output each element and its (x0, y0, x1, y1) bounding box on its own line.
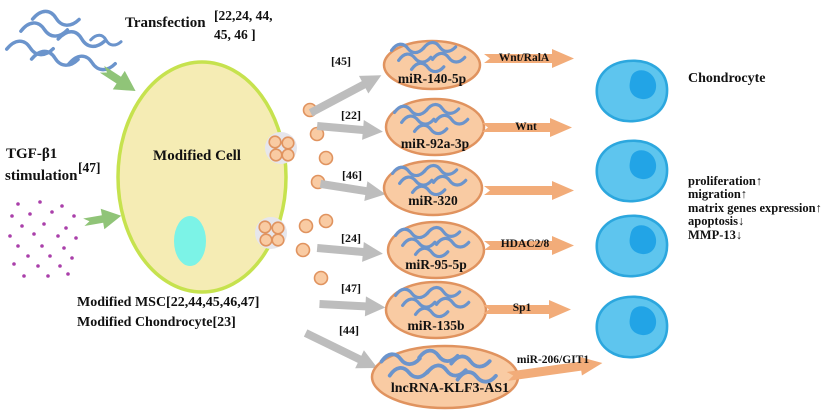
target-mir206: miR-206/GIT1 (516, 354, 590, 366)
vesicle-cluster (254, 216, 288, 250)
tgf-arrow-icon (83, 208, 122, 230)
tgf-label-line2: stimulation (5, 168, 78, 184)
modified-cell-shape (116, 60, 288, 294)
cell-caption-line2: Modified Chondrocyte[23] (77, 315, 236, 330)
transfection-label: Transfection (125, 15, 206, 31)
tgf-ref: [47] (78, 160, 101, 175)
effect-item: apoptosis↓ (688, 214, 745, 229)
exosome-oval-5 (384, 280, 488, 340)
tgf-particles-icon (8, 200, 78, 278)
orange-arrow-mir206 (506, 356, 603, 381)
transfection-arrow-icon (99, 65, 136, 92)
chondrocyte-cell (595, 59, 669, 123)
effect-item: MMP-13↓ (688, 227, 743, 242)
ref-46: [46] (342, 168, 362, 182)
effect-item: proliferation↑ (688, 174, 763, 188)
gray-arrow-47 (319, 296, 386, 317)
transfection-refs-line2: 45, 46 ] (214, 27, 256, 42)
target-wnt: Wnt (515, 121, 537, 133)
effect-item: migration↑ (688, 187, 748, 202)
gray-arrow-22 (316, 120, 383, 140)
gray-arrow-46 (319, 179, 386, 201)
chondrocyte-cell (595, 139, 669, 203)
cell-caption-line1: Modified MSC[22,44,45,46,47] (77, 295, 260, 310)
target-wnt-rala: Wnt/RalA (498, 52, 550, 64)
gray-arrow-24 (316, 242, 383, 262)
exosome-name-5: miR-135b (407, 318, 465, 333)
orange-arrow-wnt (482, 118, 572, 137)
ref-45: [45] (331, 54, 351, 68)
tgf-label-line1: TGF-β1 (6, 146, 58, 162)
ref-22: [22] (341, 108, 361, 122)
transfection-refs-line1: [22,24, 44, (214, 8, 273, 23)
exosome-ovals (370, 39, 520, 410)
chondrocyte-cell (595, 295, 669, 359)
cell-nucleus (174, 216, 206, 266)
rna-strands-icon (4, 7, 123, 74)
pathway-arrows (482, 49, 603, 381)
reference-arrows (303, 75, 386, 369)
orange-arrow-sp1 (483, 300, 571, 319)
exosome-name-6: lncRNA-KLF3-AS1 (390, 381, 510, 396)
gray-arrow-45 (308, 75, 382, 117)
modified-cell-label: Modified Cell (153, 148, 241, 164)
gray-arrow-44 (303, 329, 378, 369)
ref-44: [44] (339, 323, 359, 337)
effect-item: matrix genes expression↑ (688, 200, 822, 215)
target-hdac: HDAC2/8 (500, 238, 550, 250)
exosome-name-4: miR-95-5p (405, 257, 467, 272)
orange-arrow-hdac (484, 236, 574, 255)
target-sp1: Sp1 (512, 302, 532, 314)
exosome-oval-3 (382, 159, 484, 217)
orange-arrow-mir320 (484, 181, 574, 200)
orange-arrow-wnt-rala (484, 49, 574, 68)
exosome-name-2: miR-92a-3p (400, 136, 470, 151)
chondrocyte-label: Chondrocyte (688, 71, 766, 86)
exosome-oval-2 (384, 97, 486, 157)
ref-24: [24] (341, 231, 361, 245)
exosome-name-1: miR-140-5p (397, 71, 467, 86)
chondrocyte-cell (595, 214, 669, 278)
ref-47: [47] (341, 281, 361, 295)
effects-list: proliferation↑ migration↑ matrix genes e… (688, 174, 822, 242)
vesicle-cluster (264, 131, 298, 165)
exosome-name-3: miR-320 (408, 193, 458, 208)
